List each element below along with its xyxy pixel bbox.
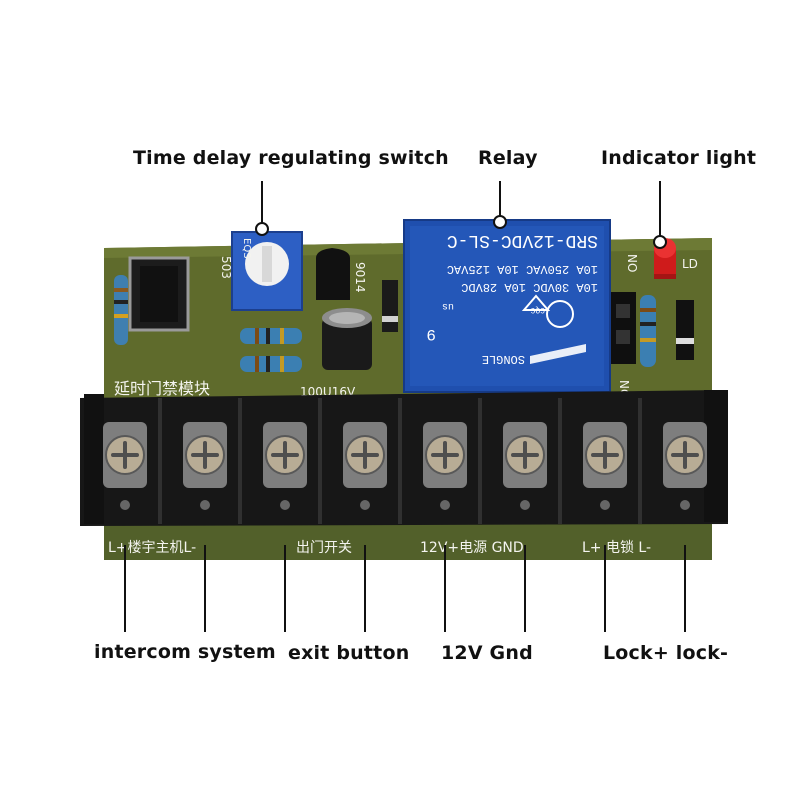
no-label: NO [625, 254, 639, 272]
screw-5 [423, 422, 467, 510]
capacitor [322, 308, 372, 370]
terminal-label-power: 12V+电源 GND [420, 540, 524, 556]
led-label: LD [682, 257, 698, 271]
pot-marking: EQS [241, 238, 252, 259]
resistor-middle-2 [240, 356, 302, 372]
label-power: 12V Gnd [441, 642, 533, 664]
label-lock: Lock+ lock- [603, 642, 729, 664]
resistor-right [640, 295, 656, 367]
relay-us: us [442, 300, 454, 311]
screw-2 [183, 422, 227, 510]
callout-dot-relay [493, 215, 507, 229]
resistor-left [114, 275, 128, 345]
label-indicator-light: Indicator light [601, 147, 757, 169]
relay-brand: SONGLE [482, 352, 525, 366]
relay-rating-1: 10A 250VAC 10A 125VAC [447, 262, 598, 276]
callout-lines [124, 181, 686, 632]
optocoupler-chip [128, 256, 190, 332]
terminal-label-exit: 出门开关 [296, 540, 352, 556]
pot-code-label: 503 [219, 256, 233, 279]
relay-pin-number: 9 [426, 325, 436, 343]
relay-rating-2: 10A 30VDC 10A 28VDC [461, 280, 598, 294]
jumper-header [610, 292, 636, 364]
screw-4 [343, 422, 387, 510]
transistor [316, 248, 350, 300]
screw-6 [503, 422, 547, 510]
terminal-screws [103, 422, 707, 510]
label-time-delay: Time delay regulating switch [133, 147, 449, 169]
screw-3 [263, 422, 307, 510]
terminal-label-intercom: L+楼宇主机L- [108, 540, 196, 556]
callout-dot-indicator [653, 235, 667, 249]
terminal-block [80, 390, 728, 526]
label-relay: Relay [478, 147, 538, 169]
screw-8 [663, 422, 707, 510]
diode-right [676, 300, 694, 360]
callout-dots [255, 215, 667, 249]
diode-left [382, 280, 398, 332]
relay-cert: CQC [530, 305, 545, 314]
resistor-middle-1 [240, 328, 302, 344]
board-title: 延时门禁模块 [114, 379, 210, 398]
callout-dot-time-delay [255, 222, 269, 236]
relay [403, 219, 611, 393]
transistor-label: 9014 [353, 262, 367, 293]
relay-model: SRD-12VDC-SL-C [447, 230, 598, 250]
screw-7 [583, 422, 627, 510]
screw-1 [103, 422, 147, 510]
terminal-label-lock: L+ 电锁 L- [582, 540, 651, 556]
label-intercom-system: intercom system [94, 641, 276, 663]
label-exit-button: exit button [288, 642, 410, 664]
